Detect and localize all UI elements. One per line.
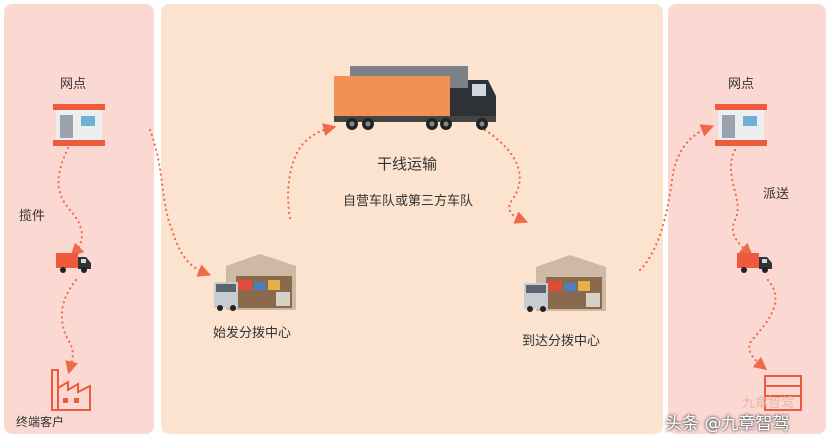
pickup-label: 揽件 bbox=[19, 209, 46, 224]
flow-station-to-origin bbox=[148, 128, 212, 277]
trunk-transport-subtitle: 自营车队或第三方车队 bbox=[343, 194, 474, 209]
watermark: 头条 @九章智驾 bbox=[665, 414, 790, 434]
end-customer-label: 终端客户 bbox=[16, 415, 65, 429]
delivery-label: 派送 bbox=[763, 187, 790, 202]
flow-station-to-delivery-truck bbox=[729, 148, 753, 257]
watermark-faint: 九章智驾 bbox=[742, 396, 795, 411]
destination-sorting-center-icon bbox=[524, 255, 606, 312]
trunk-transport-title: 干线运输 bbox=[377, 155, 438, 173]
flow-dest-to-station bbox=[638, 124, 715, 272]
recipient-building-icon bbox=[764, 375, 802, 411]
right-station-label: 网点 bbox=[728, 77, 755, 92]
factory-icon bbox=[51, 369, 91, 411]
origin-sorting-center-icon bbox=[214, 254, 296, 311]
destination-center-label: 到达分拨中心 bbox=[522, 334, 601, 349]
flow-truck-to-customer bbox=[60, 278, 79, 375]
left-station-label: 网点 bbox=[60, 77, 87, 92]
flow-truck-to-dest bbox=[483, 128, 529, 224]
first-mile-panel bbox=[4, 4, 154, 434]
origin-center-label: 始发分拨中心 bbox=[213, 326, 292, 341]
trunk-truck-icon bbox=[334, 66, 496, 130]
last-mile-panel bbox=[668, 4, 826, 434]
delivery-truck-icon bbox=[737, 253, 772, 273]
flow-delivery-truck-down bbox=[748, 278, 777, 371]
pickup-truck-icon bbox=[56, 253, 91, 273]
left-station-building-icon bbox=[53, 104, 105, 146]
right-station-building-icon bbox=[715, 104, 767, 146]
flow-station-to-pickup bbox=[57, 146, 85, 257]
flow-origin-to-truck bbox=[287, 123, 337, 220]
